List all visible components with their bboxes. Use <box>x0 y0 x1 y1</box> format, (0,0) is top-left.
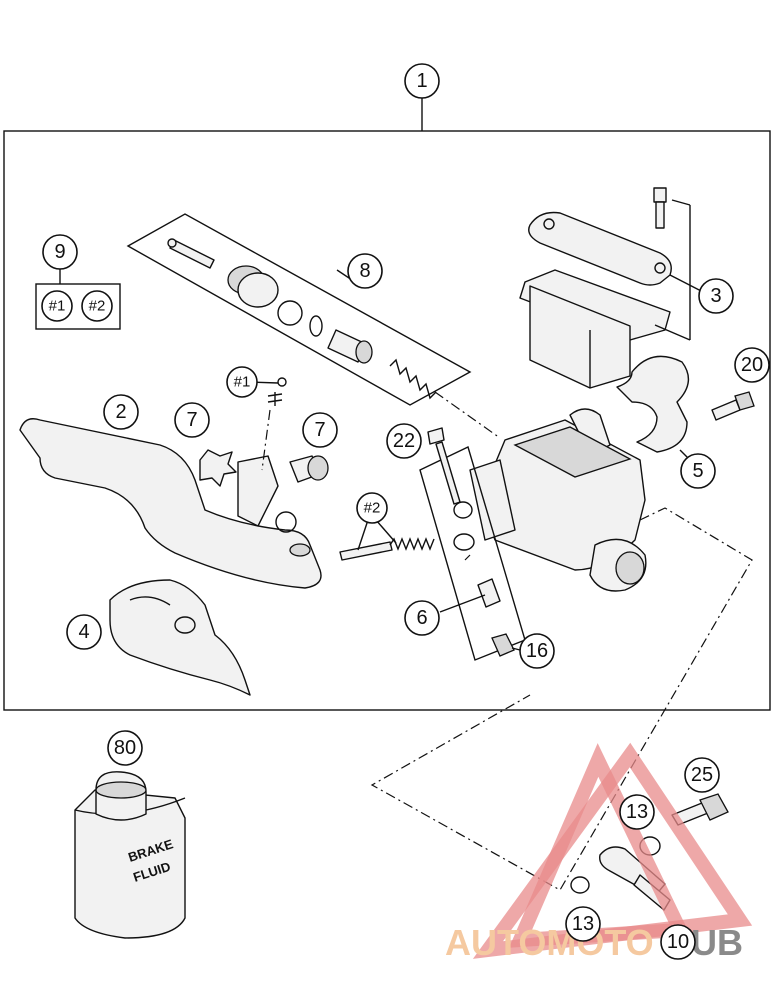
kit-9-box <box>35 269 121 330</box>
callout-9: 9 <box>42 234 78 270</box>
svg-text:#1: #1 <box>49 298 66 315</box>
svg-text:22: 22 <box>393 430 415 452</box>
adjusters-7 <box>199 377 329 487</box>
callout-kit1: #1 <box>226 366 258 398</box>
master-cylinder-body <box>453 408 647 592</box>
callout-kit1-box: #1 <box>41 290 73 322</box>
svg-text:4: 4 <box>78 621 89 643</box>
clamp-5 <box>616 355 691 461</box>
callout-16: 16 <box>519 633 555 669</box>
callout-13b: 13 <box>565 906 601 942</box>
banjo-fitting <box>570 793 729 911</box>
callout-kit2-box: #2 <box>81 290 113 322</box>
svg-text:80: 80 <box>114 737 136 759</box>
callout-kit2: #2 <box>356 492 388 524</box>
svg-text:13: 13 <box>626 801 648 823</box>
svg-text:13: 13 <box>572 913 594 935</box>
callout-6: 6 <box>404 600 440 636</box>
svg-text:6: 6 <box>416 607 427 629</box>
svg-text:9: 9 <box>54 241 65 263</box>
brake-fluid-bottle-80: BRAKE FLUID <box>74 771 186 939</box>
callout-7b: 7 <box>302 412 338 448</box>
svg-text:#1: #1 <box>234 374 251 391</box>
piston-kit-8 <box>126 213 472 406</box>
spring-pin-kit-2 <box>339 519 435 561</box>
svg-text:8: 8 <box>359 260 370 282</box>
pivot-stack <box>419 427 526 661</box>
svg-text:#2: #2 <box>364 500 381 517</box>
callout-1: 1 <box>404 63 440 99</box>
svg-text:5: 5 <box>692 460 703 482</box>
callout-7a: 7 <box>174 402 210 438</box>
callout-5: 5 <box>680 453 716 489</box>
svg-text:2: 2 <box>115 401 126 423</box>
bolt-20 <box>711 391 755 421</box>
svg-text:3: 3 <box>710 285 721 307</box>
svg-text:1: 1 <box>416 70 427 92</box>
svg-text:25: 25 <box>691 764 713 786</box>
svg-text:20: 20 <box>741 354 763 376</box>
callout-20: 20 <box>734 347 770 383</box>
callout-3: 3 <box>698 278 734 314</box>
svg-text:7: 7 <box>186 409 197 431</box>
callout-10: 10 <box>660 924 696 960</box>
callout-13a: 13 <box>619 794 655 830</box>
watermark-text-1: AUTOMOTO <box>445 922 654 963</box>
callout-25: 25 <box>684 757 720 793</box>
watermark: AUTOMOTO HUB <box>445 742 753 963</box>
svg-text:16: 16 <box>526 640 548 662</box>
callout-80: 80 <box>107 730 143 766</box>
svg-text:7: 7 <box>314 419 325 441</box>
lever-2 <box>19 418 322 589</box>
svg-text:10: 10 <box>667 931 689 953</box>
assembly-frame <box>3 130 771 711</box>
callout-22: 22 <box>386 423 422 459</box>
lever-guard-4 <box>109 579 251 696</box>
callout-2: 2 <box>103 394 139 430</box>
callout-4: 4 <box>66 614 102 650</box>
svg-text:#2: #2 <box>89 298 106 315</box>
reservoir-cover-3 <box>519 187 706 389</box>
callout-8: 8 <box>347 253 383 289</box>
